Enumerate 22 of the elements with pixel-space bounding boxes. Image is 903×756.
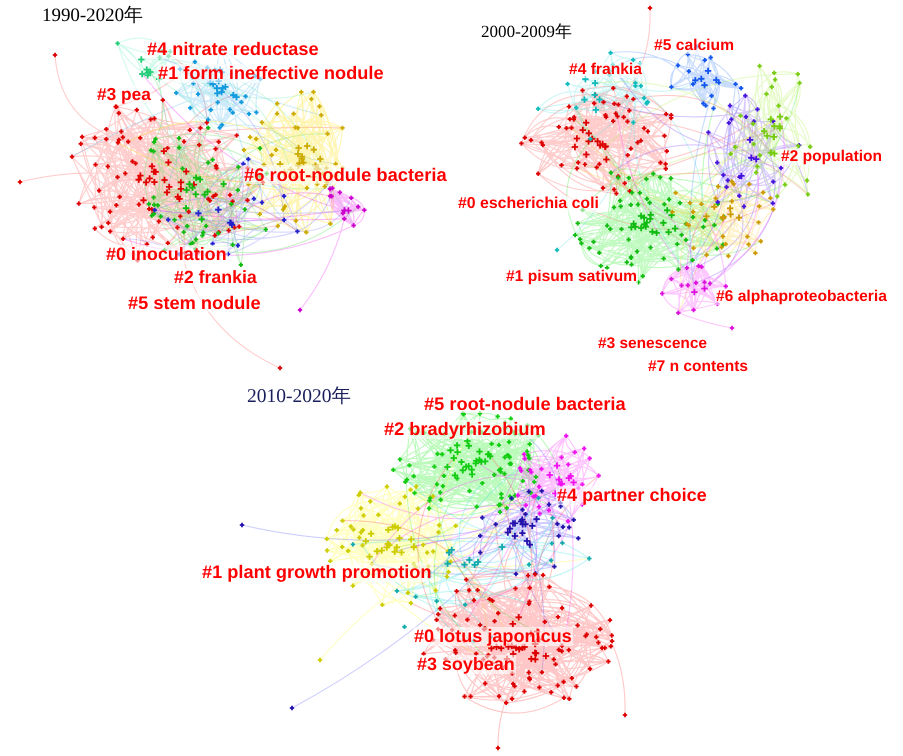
cluster-label: #1 form ineffective nodule (157, 64, 385, 84)
cluster-label: #5 calcium (653, 38, 735, 54)
cluster-label: #1 plant growth promotion (201, 563, 433, 582)
cluster-label: #0 inoculation (105, 245, 228, 264)
cluster-label: #0 lotus japonicus (413, 627, 573, 646)
cluster-label: #3 soybean (416, 655, 516, 674)
panel-title: 2010-2020年 (247, 387, 352, 408)
cluster-label: #4 partner choice (556, 486, 708, 505)
cluster-label: #5 stem nodule (127, 293, 262, 312)
cluster-label: #2 population (780, 149, 884, 166)
cluster-label: #2 frankia (173, 268, 258, 287)
cluster-label: #2 bradyrhizobium (383, 420, 547, 440)
cluster-label: #5 root-nodule bacteria (423, 394, 627, 414)
cluster-label: #0 escherichia coli (457, 196, 600, 213)
cluster-label: #4 frankia (568, 62, 643, 78)
cluster-label: #6 alphaproteobacteria (715, 289, 888, 306)
panel-title: 1990-2020年 (42, 6, 144, 26)
cluster-label: #1 pisum sativum (505, 269, 638, 286)
cluster-label: #4 nitrate reductase (146, 40, 320, 60)
cluster-label: #6 root-nodule bacteria (243, 165, 448, 184)
panel-title: 2000-2009年 (481, 23, 572, 41)
cluster-label: #3 pea (96, 85, 152, 104)
